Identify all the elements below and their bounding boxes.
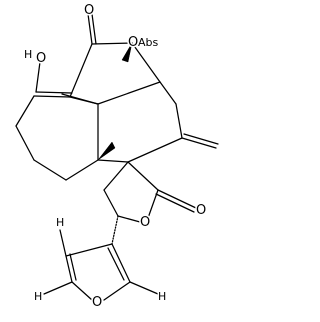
bond — [59, 229, 67, 257]
label-oh-o: O — [36, 51, 46, 66]
bond — [103, 281, 131, 301]
bond — [103, 189, 119, 217]
label-o-carbonyl: O — [84, 3, 94, 18]
bond — [117, 215, 141, 223]
bond — [91, 13, 97, 45]
bond — [147, 189, 159, 219]
bond — [127, 161, 159, 191]
bond — [127, 137, 183, 163]
bond — [71, 281, 93, 301]
bond — [181, 137, 217, 149]
bond — [155, 193, 195, 213]
bond — [97, 81, 161, 105]
bond — [43, 281, 73, 295]
chemical-structure-diagram: O O Abs H O O O H H H O — [15, 2, 219, 312]
bond — [65, 243, 113, 257]
bond — [91, 42, 133, 45]
bond — [35, 61, 41, 93]
wedge-bond — [121, 42, 133, 63]
bond — [33, 95, 71, 98]
bond — [159, 81, 177, 105]
label-o-ring: O — [128, 35, 138, 50]
bond — [183, 133, 219, 145]
bond — [97, 159, 129, 163]
bond — [131, 42, 161, 83]
bond — [103, 161, 129, 191]
bond — [15, 125, 35, 161]
bond — [175, 103, 183, 139]
bonds — [15, 13, 219, 301]
label-h-furan-right: H — [158, 290, 166, 303]
label-o-lactone-carbonyl: O — [196, 203, 206, 218]
bond — [107, 247, 125, 281]
bond — [69, 43, 93, 98]
label-o-lactone-ring: O — [140, 215, 150, 230]
label-o-furan: O — [92, 295, 102, 310]
bond — [129, 281, 159, 295]
bond — [69, 253, 77, 281]
label-h-furan-top: H — [56, 216, 64, 229]
bond — [157, 189, 197, 209]
wedge-bond — [97, 141, 116, 161]
bond-dashed — [111, 215, 119, 245]
bond — [35, 91, 73, 94]
bond — [65, 255, 73, 283]
label-h-furan-left: H — [34, 290, 42, 303]
bond — [15, 95, 35, 127]
bond — [111, 243, 131, 283]
stereo-wedges — [97, 42, 133, 161]
label-abs: Abs — [138, 36, 159, 49]
bond — [33, 159, 67, 181]
bond — [87, 13, 93, 45]
atom-labels: O O Abs H O O O H H H O — [23, 2, 208, 312]
bond — [61, 93, 99, 105]
bond — [65, 159, 99, 181]
label-oh-h: H — [24, 48, 32, 61]
